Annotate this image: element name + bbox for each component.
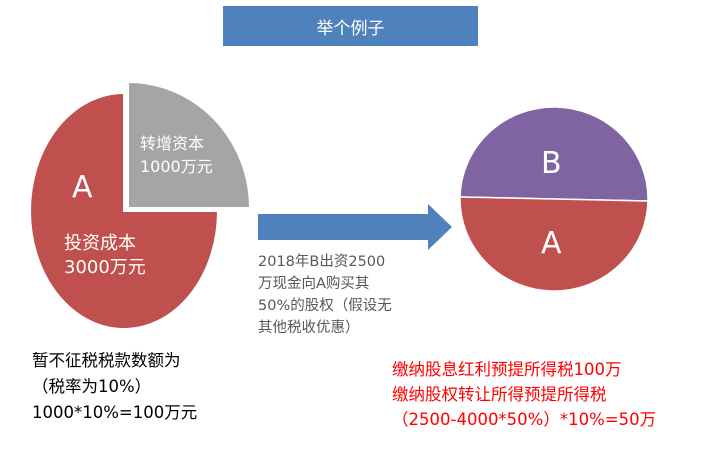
title-banner: 举个例子 — [223, 6, 478, 46]
left-pie-slice-label-1: 转增资本 — [140, 134, 205, 153]
left-pie-investment-slice — [29, 91, 220, 330]
left-note-line-2: （税率为10%） — [32, 377, 152, 396]
arrow-text-line-2: 万现金向A购买其 — [258, 276, 370, 292]
left-pie-slice-label-2: 1000万元 — [140, 157, 213, 176]
right-pie-b-slice — [459, 106, 649, 202]
left-pie-letter: A — [72, 170, 93, 205]
right-note-line-2: 缴纳股权转让所得预提所得税 — [392, 385, 607, 404]
arrow-text-line-4: 其他税收优惠） — [258, 320, 360, 336]
right-pie-bottom-letter: A — [541, 226, 562, 261]
left-note-line-1: 暂不征税税款数额为 — [32, 351, 181, 370]
right-pie-top-letter: B — [541, 146, 562, 181]
arrow-text-line-3: 50%的股权（假设无 — [258, 298, 392, 314]
arrow-shape — [258, 204, 452, 250]
arrow-text-line-1: 2018年B出资2500 — [258, 254, 386, 270]
title-text: 举个例子 — [316, 18, 385, 39]
right-pie-a-slice — [459, 196, 649, 292]
right-note-line-1: 缴纳股息红利预提所得税100万 — [392, 360, 622, 379]
right-note-line-3: （2500-4000*50%）*10%=50万 — [392, 410, 657, 429]
left-pie-capital-slice — [127, 80, 252, 209]
left-pie-main-label-1: 投资成本 — [64, 233, 136, 254]
left-pie-main-label-2: 3000万元 — [64, 257, 146, 278]
left-note-line-3: 1000*10%=100万元 — [32, 403, 198, 422]
